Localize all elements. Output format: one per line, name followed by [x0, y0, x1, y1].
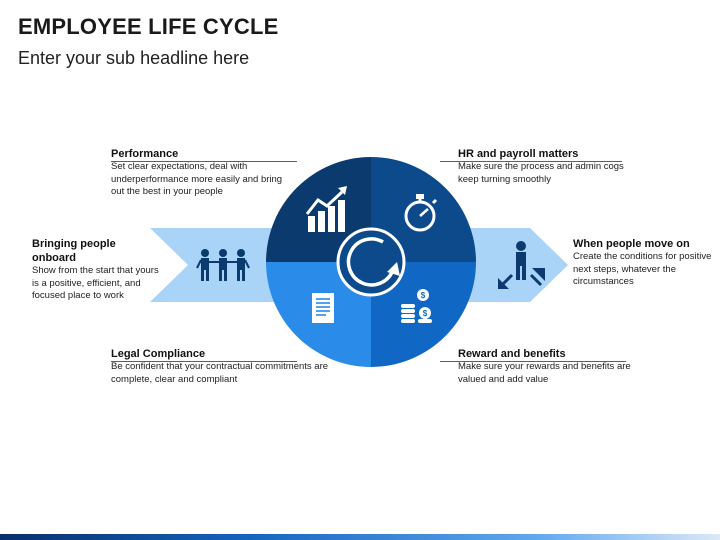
performance-underline: [111, 161, 297, 162]
performance-block: Performance Set clear expectations, deal…: [111, 147, 286, 199]
page-subtitle: Enter your sub headline here: [18, 48, 250, 68]
hr-underline: [440, 161, 622, 162]
onboard-heading: Bringing people onboard: [32, 238, 116, 264]
coins-icon: $ $: [401, 289, 432, 323]
legal-block: Legal Compliance Be confident that your …: [111, 347, 341, 386]
cycle-icon: [336, 227, 406, 297]
document-icon: [312, 293, 334, 323]
move-on-block: When people move on Create the condition…: [573, 237, 713, 289]
growth-chart-icon: [305, 186, 347, 232]
svg-text:$: $: [421, 291, 426, 300]
quadrant-top-left: [266, 157, 371, 262]
legal-heading: Legal Compliance: [111, 348, 206, 360]
performance-body: Set clear expectations, deal with underp…: [111, 161, 283, 197]
legal-underline: [111, 361, 297, 362]
onboard-block: Bringing people onboard Show from the st…: [32, 237, 162, 303]
team-icon: [196, 249, 250, 281]
reward-block: Reward and benefits Make sure your rewar…: [458, 347, 633, 386]
hr-body: Make sure the process and admin cogs kee…: [458, 161, 624, 185]
reward-body: Make sure your rewards and benefits are …: [458, 361, 631, 385]
reward-underline: [440, 361, 626, 362]
person-exit-icon: [498, 241, 545, 289]
reward-heading: Reward and benefits: [458, 348, 566, 360]
onboard-body: Show from the start that yours is a posi…: [32, 265, 159, 301]
page-title: EMPLOYEE LIFE CYCLE: [18, 14, 279, 39]
stopwatch-icon: [404, 194, 438, 232]
move-on-body: Create the conditions for positive next …: [573, 251, 712, 287]
performance-heading: Performance: [111, 148, 179, 160]
svg-text:$: $: [423, 309, 428, 318]
footer-gradient-bar: [0, 534, 720, 540]
hr-heading: HR and payroll matters: [458, 148, 579, 160]
move-on-heading: When people move on: [573, 238, 690, 250]
legal-body: Be confident that your contractual commi…: [111, 361, 329, 385]
quadrant-top-right: [371, 157, 476, 262]
hr-block: HR and payroll matters Make sure the pro…: [458, 147, 628, 186]
